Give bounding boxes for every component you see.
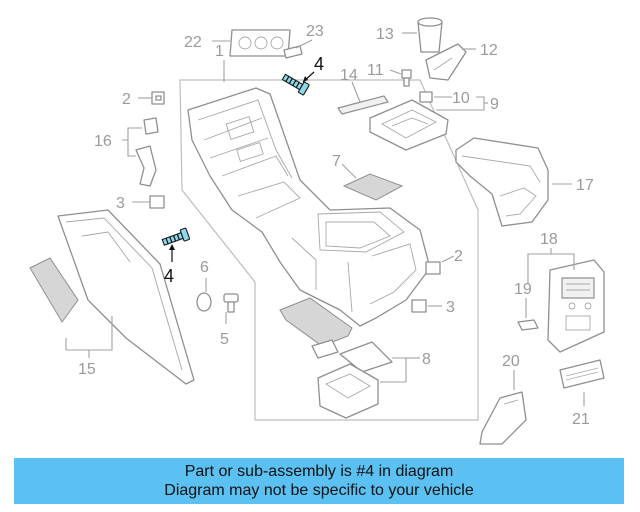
callout-2-upper: 2 — [122, 91, 131, 108]
callout-10: 10 — [452, 90, 470, 107]
part-13-cup[interactable]: 13 — [376, 17, 443, 53]
part-11-screw[interactable]: 11 — [367, 62, 412, 87]
callout-1: 1 — [215, 43, 224, 60]
part-23-clip[interactable]: 23 — [283, 23, 324, 59]
banner-line-1: Part or sub-assembly is #4 in diagram — [184, 463, 454, 480]
callout-2-right: 2 — [454, 248, 463, 265]
part-6-cap[interactable]: 6 — [196, 259, 212, 312]
part-18-rear-vent-panel[interactable]: 18 — [527, 231, 605, 353]
part-10-clip[interactable]: 10 — [419, 90, 470, 107]
callout-13: 13 — [376, 26, 394, 43]
part-5-screw[interactable]: 5 — [220, 293, 239, 348]
callout-11: 11 — [367, 62, 384, 79]
part-20-duct[interactable]: 20 — [479, 353, 527, 445]
parts-diagram: 22 23 4 13 12 — [29, 17, 605, 445]
part-2-clip-right[interactable]: 2 — [425, 248, 463, 275]
callout-4-lower: 4 — [164, 266, 174, 286]
part-2-clip-upper[interactable]: 2 — [122, 91, 165, 108]
callout-7: 7 — [332, 153, 341, 170]
info-banner: Part or sub-assembly is #4 in diagram Di… — [14, 458, 624, 504]
callout-3-left: 3 — [116, 195, 125, 212]
callout-4-upper: 4 — [314, 54, 324, 74]
callout-3-right: 3 — [446, 299, 455, 316]
callout-23: 23 — [306, 23, 324, 40]
callout-14: 14 — [340, 67, 358, 84]
callout-6: 6 — [200, 259, 209, 276]
callout-16: 16 — [94, 133, 112, 150]
part-7-mat[interactable]: 7 — [332, 153, 404, 201]
callout-5: 5 — [220, 331, 229, 348]
part-21-vent[interactable]: 21 — [559, 359, 605, 428]
callout-8: 8 — [422, 351, 431, 368]
part-16-brackets[interactable]: 16 — [94, 117, 159, 187]
part-3-clip-left[interactable]: 3 — [116, 195, 165, 212]
callout-17: 17 — [576, 177, 594, 194]
callout-21: 21 — [572, 411, 590, 428]
callout-18: 18 — [540, 231, 558, 248]
part-9-storage-tray[interactable]: 9 — [369, 96, 499, 151]
callout-20: 20 — [502, 353, 520, 370]
part-17-armrest[interactable]: 17 — [455, 137, 594, 227]
part-4-bolt-upper[interactable]: 4 — [281, 54, 324, 96]
callout-15: 15 — [78, 361, 96, 378]
banner-line-2: Diagram may not be specific to your vehi… — [164, 482, 474, 499]
callout-9: 9 — [490, 96, 499, 113]
part-1-center-console[interactable]: 1 — [187, 43, 431, 327]
part-14-trim-strip[interactable]: 14 — [337, 67, 389, 115]
part-12-holder[interactable]: 12 — [425, 42, 498, 81]
part-22-switch-panel[interactable]: 22 — [184, 29, 291, 57]
callout-19: 19 — [514, 281, 532, 298]
part-3-clip-right[interactable]: 3 — [411, 299, 455, 316]
callout-12: 12 — [480, 42, 498, 59]
part-19-clip[interactable]: 19 — [514, 281, 539, 331]
part-8-lower-trays[interactable]: 8 — [279, 297, 431, 419]
callout-22: 22 — [184, 34, 202, 51]
part-4-bolt-lower[interactable]: 4 — [161, 227, 191, 286]
part-15-side-panel[interactable]: 15 — [29, 209, 195, 385]
